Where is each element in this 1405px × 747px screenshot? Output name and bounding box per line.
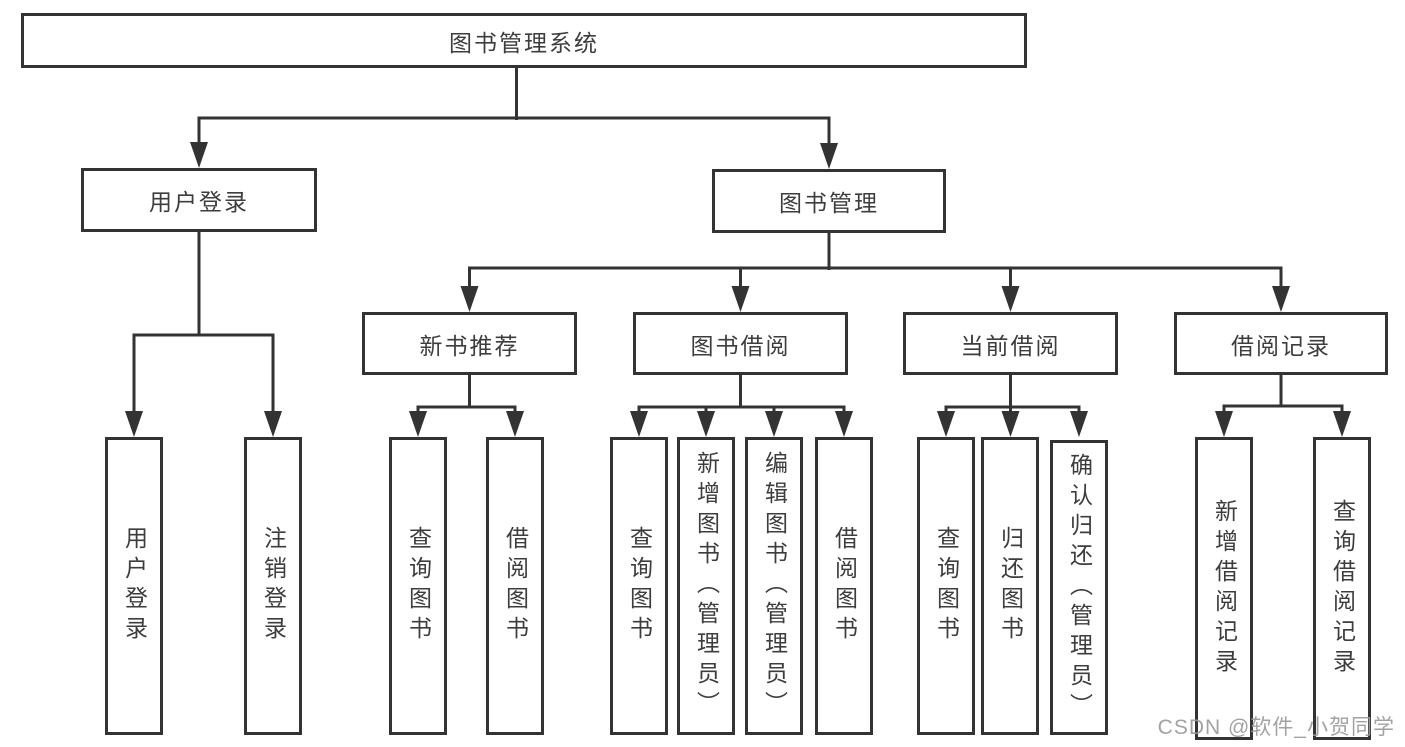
arrow-down-icon bbox=[190, 142, 208, 168]
arrow-down-icon bbox=[409, 411, 427, 437]
arrow-down-icon bbox=[765, 411, 783, 437]
node-borrow-records: 借阅记录 bbox=[1174, 312, 1388, 375]
leaf-add-borrow-record: 新增借阅记录 bbox=[1195, 437, 1253, 740]
arrow-down-icon bbox=[506, 411, 524, 437]
arrow-down-icon bbox=[1001, 411, 1020, 437]
node-user-login: 用户登录 bbox=[81, 168, 317, 232]
connector bbox=[739, 268, 1012, 292]
leaf-query-books: 查询图书 bbox=[917, 437, 975, 735]
node-root: 图书管理系统 bbox=[21, 13, 1027, 68]
node-current-borrow: 当前借阅 bbox=[903, 312, 1118, 375]
connector bbox=[1222, 404, 1344, 416]
arrow-down-icon bbox=[697, 411, 715, 437]
node-new-book-recommend: 新书推荐 bbox=[362, 312, 577, 375]
arrow-down-icon bbox=[835, 411, 853, 437]
arrow-down-icon bbox=[937, 411, 955, 437]
node-book-borrow: 图书借阅 bbox=[633, 312, 848, 375]
leaf-edit-book-admin: 编辑图书（管理员） bbox=[745, 437, 803, 735]
leaf-confirm-return-admin: 确认归还（管理员） bbox=[1050, 440, 1108, 735]
connector bbox=[416, 405, 517, 416]
connector bbox=[197, 116, 831, 148]
arrow-down-icon bbox=[1333, 411, 1351, 437]
arrow-down-icon bbox=[1070, 411, 1088, 437]
leaf-user-login: 用户登录 bbox=[105, 437, 163, 735]
watermark: CSDN @软件_小贺同学 bbox=[1157, 716, 1395, 739]
arrow-down-icon bbox=[630, 411, 648, 437]
leaf-add-book-admin: 新增图书（管理员） bbox=[677, 437, 735, 735]
arrow-down-icon bbox=[731, 286, 750, 312]
arrow-down-icon bbox=[125, 411, 143, 437]
node-book-management: 图书管理 bbox=[712, 169, 946, 233]
arrow-down-icon bbox=[820, 143, 838, 169]
arrow-down-icon bbox=[460, 286, 479, 312]
leaf-query-books: 查询图书 bbox=[610, 437, 668, 735]
leaf-borrow-books: 借阅图书 bbox=[815, 437, 873, 735]
connector bbox=[637, 405, 846, 416]
arrow-down-icon bbox=[1215, 411, 1233, 437]
leaf-logout: 注销登录 bbox=[244, 437, 302, 735]
leaf-query-books: 查询图书 bbox=[389, 437, 447, 735]
arrow-down-icon bbox=[1001, 286, 1020, 312]
arrow-down-icon bbox=[1272, 286, 1290, 312]
connector bbox=[468, 266, 1283, 292]
leaf-query-borrow-record: 查询借阅记录 bbox=[1313, 437, 1371, 740]
leaf-return-books: 归还图书 bbox=[981, 437, 1039, 735]
arrow-down-icon bbox=[264, 411, 282, 437]
leaf-borrow-books: 借阅图书 bbox=[486, 437, 544, 735]
connector bbox=[132, 333, 275, 416]
